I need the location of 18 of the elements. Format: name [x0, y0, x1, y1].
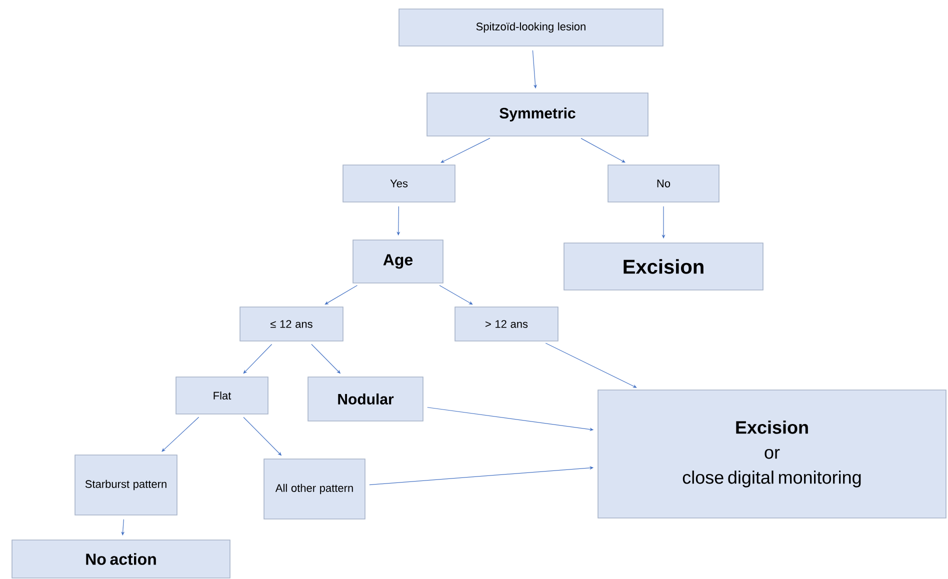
flow-box: No action — [12, 540, 230, 578]
flow-box: > 12 ans — [454, 306, 558, 342]
flow-box: No — [608, 164, 720, 202]
flow-box: Excision or close digital monitoring — [598, 390, 946, 518]
flow-box: Flat — [176, 376, 268, 414]
arrow — [162, 416, 200, 452]
flow-box: Spitzoïd-looking lesion — [398, 8, 664, 46]
arrow — [545, 342, 637, 388]
flow-box: Yes — [342, 164, 456, 202]
flow-box: All other pattern — [264, 458, 366, 520]
flow-box: Starburst pattern — [74, 454, 178, 516]
flow-box: Symmetric — [426, 92, 648, 136]
flow-box: ≤ 12 ans — [240, 306, 344, 342]
flow-box: Age — [352, 240, 444, 284]
arrow — [440, 138, 490, 163]
flow-box: Nodular — [308, 376, 424, 422]
flow-box: Excision — [564, 242, 764, 290]
arrow — [580, 138, 626, 163]
